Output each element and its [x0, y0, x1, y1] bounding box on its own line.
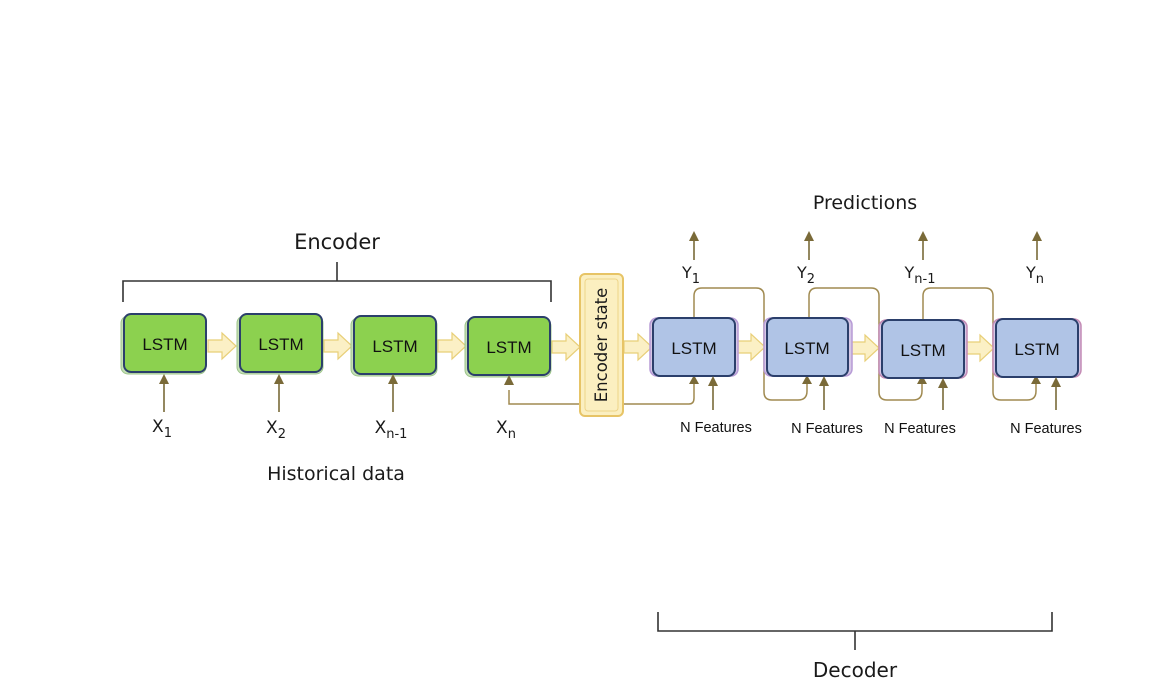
lstm-label: LSTM: [372, 337, 417, 356]
output-label-1: Y1: [681, 263, 700, 287]
xn-to-decoder-line: [508, 380, 695, 405]
flow-arrow: [437, 331, 467, 361]
lstm-label: LSTM: [142, 335, 187, 354]
predictions-label: Predictions: [813, 192, 917, 214]
decoder-bracket: [657, 612, 1053, 650]
flow-arrows: [207, 331, 995, 363]
decoder-cell-2: LSTM: [763, 317, 853, 377]
historical-data-label: Historical data: [267, 463, 405, 485]
input-labels: X1 X2 Xn-1 Xn: [152, 417, 516, 442]
output-label-4: Yn: [1025, 263, 1044, 287]
flow-arrow: [736, 332, 766, 362]
lstm-label: LSTM: [1014, 340, 1059, 359]
encoder-cell-2: LSTM: [236, 313, 324, 375]
lstm-label: LSTM: [258, 335, 303, 354]
lstm-label: LSTM: [900, 341, 945, 360]
encoder-bracket: [122, 262, 552, 302]
feedback-arrowheads: [689, 375, 1041, 384]
lstm-label: LSTM: [486, 338, 531, 357]
feature-label-4: N Features: [1010, 421, 1082, 437]
lstm-label: LSTM: [671, 339, 716, 358]
flow-arrow: [850, 333, 880, 363]
feature-label-2: N Features: [791, 421, 863, 437]
flow-arrow: [323, 331, 353, 361]
encoder-state-block: Encoder state: [579, 273, 624, 417]
decoder-cells: LSTM LSTM LSTM LSTM: [649, 317, 1082, 379]
input-label-1: X1: [152, 417, 172, 441]
encoder-cell-3: LSTM: [350, 315, 438, 377]
feature-arrows: [708, 376, 1061, 410]
feature-labels: N Features N Features N Features N Featu…: [680, 420, 1082, 437]
input-label-3: Xn-1: [375, 418, 408, 442]
decoder-cell-4: LSTM: [992, 318, 1082, 378]
feature-label-3: N Features: [884, 421, 956, 437]
output-label-3: Yn-1: [904, 263, 936, 287]
encoder-state-label: Encoder state: [592, 288, 611, 403]
input-label-4: Xn: [496, 418, 516, 442]
flow-arrow: [965, 333, 995, 363]
encoder-cell-1: LSTM: [120, 313, 207, 375]
input-label-2: X2: [266, 418, 286, 442]
output-label-2: Y2: [796, 263, 815, 287]
decoder-cell-3: LSTM: [878, 319, 968, 379]
decoder-cell-1: LSTM: [649, 317, 739, 377]
encoder-cell-4: LSTM: [464, 316, 552, 378]
output-labels: Y1 Y2 Yn-1 Yn: [681, 263, 1044, 287]
encoder-label: Encoder: [294, 230, 380, 254]
lstm-label: LSTM: [784, 339, 829, 358]
feature-label-1: N Features: [680, 420, 752, 436]
flow-arrow: [207, 331, 237, 361]
flow-arrow: [551, 332, 581, 362]
encoder-cells: LSTM LSTM LSTM LSTM: [120, 313, 552, 378]
output-arrows: [689, 231, 1042, 260]
decoder-label: Decoder: [813, 658, 898, 682]
input-arrows: [159, 374, 514, 412]
flow-arrow: [623, 332, 653, 362]
